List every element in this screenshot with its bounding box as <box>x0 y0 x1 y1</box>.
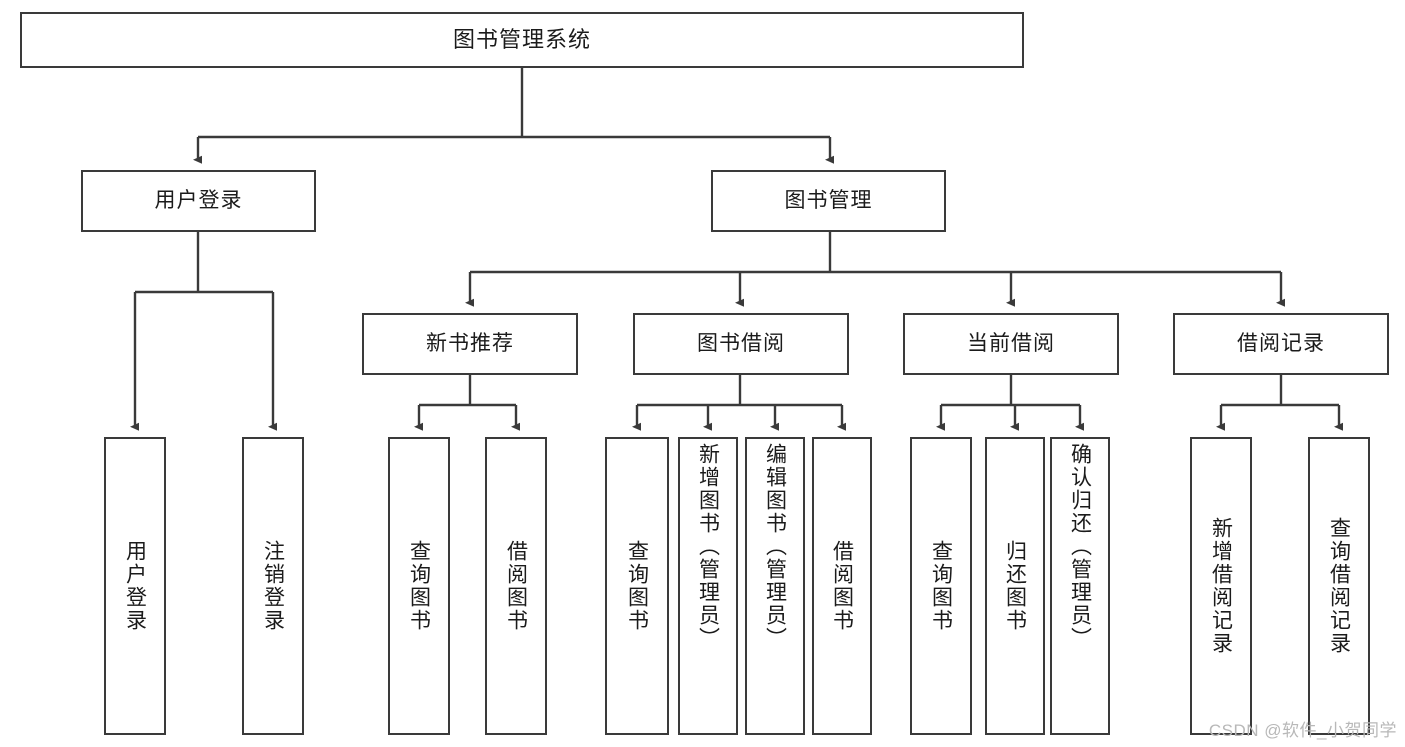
node-label: 借阅记录 <box>1237 331 1325 355</box>
leaf-return-book[interactable]: 归还图书 <box>985 437 1045 735</box>
node-new-book-recommend[interactable]: 新书推荐 <box>362 313 578 375</box>
leaf-label: 查询图书 <box>929 540 953 632</box>
leaf-label: 借阅图书 <box>504 540 528 632</box>
leaf-label: 借阅图书 <box>830 540 854 632</box>
node-label: 当前借阅 <box>967 331 1055 355</box>
node-label: 图书管理 <box>784 188 873 212</box>
node-book-borrow[interactable]: 图书借阅 <box>633 313 849 375</box>
node-borrow-record[interactable]: 借阅记录 <box>1173 313 1389 375</box>
leaf-add-borrow-record[interactable]: 新增借阅记录 <box>1190 437 1252 735</box>
node-user-login[interactable]: 用户登录 <box>81 170 316 232</box>
leaf-logout-login[interactable]: 注销登录 <box>242 437 304 735</box>
leaf-label: 查询图书 <box>625 540 649 632</box>
watermark-text: CSDN @软件_小贺同学 <box>1208 721 1397 740</box>
leaf-label: 确认归还（管理员） <box>1068 443 1092 650</box>
node-label: 图书借阅 <box>697 331 785 355</box>
leaf-label: 新增借阅记录 <box>1209 517 1233 655</box>
leaf-label: 注销登录 <box>261 540 285 632</box>
node-label: 图书管理系统 <box>452 27 591 53</box>
leaf-query-borrow-record[interactable]: 查询借阅记录 <box>1308 437 1370 735</box>
leaf-user-login[interactable]: 用户登录 <box>104 437 166 735</box>
leaf-add-book-admin[interactable]: 新增图书（管理员） <box>678 437 738 735</box>
node-label: 用户登录 <box>154 188 243 212</box>
leaf-confirm-return-admin[interactable]: 确认归还（管理员） <box>1050 437 1110 735</box>
leaf-label: 编辑图书（管理员） <box>763 443 787 650</box>
node-label: 新书推荐 <box>426 331 514 355</box>
node-root-system[interactable]: 图书管理系统 <box>20 12 1024 68</box>
leaf-label: 用户登录 <box>123 540 147 632</box>
leaf-label: 新增图书（管理员） <box>696 443 720 650</box>
node-current-borrow[interactable]: 当前借阅 <box>903 313 1119 375</box>
leaf-edit-book-admin[interactable]: 编辑图书（管理员） <box>745 437 805 735</box>
leaf-borrow-book[interactable]: 借阅图书 <box>812 437 872 735</box>
leaf-borrow-book-recommend[interactable]: 借阅图书 <box>485 437 547 735</box>
node-book-management[interactable]: 图书管理 <box>711 170 946 232</box>
leaf-label: 查询图书 <box>407 540 431 632</box>
leaf-label: 查询借阅记录 <box>1327 517 1351 655</box>
leaf-query-book-borrow[interactable]: 查询图书 <box>605 437 669 735</box>
leaf-query-book-current[interactable]: 查询图书 <box>910 437 972 735</box>
leaf-label: 归还图书 <box>1003 540 1027 632</box>
leaf-query-book-recommend[interactable]: 查询图书 <box>388 437 450 735</box>
